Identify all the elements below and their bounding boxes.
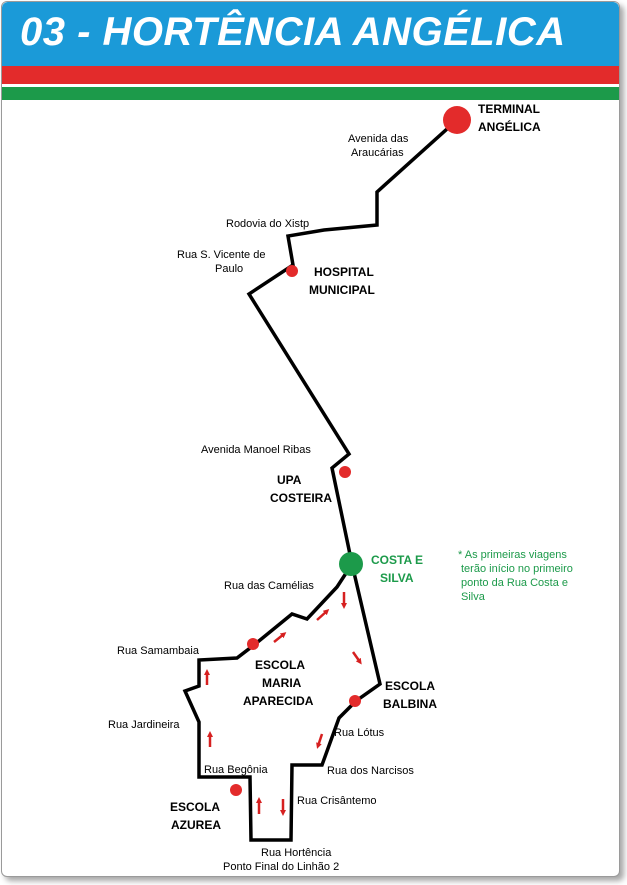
arrow bbox=[273, 632, 287, 643]
street-samambaia: Rua Samambaia bbox=[117, 645, 200, 657]
street-begonia: Rua Begônia bbox=[204, 764, 268, 776]
route-line-main bbox=[246, 118, 459, 565]
label-escola-balbina: ESCOLA BALBINA bbox=[383, 679, 438, 711]
label-terminal: TERMINAL ANGÉLICA bbox=[478, 102, 543, 134]
label-upa: UPA COSTEIRA bbox=[270, 473, 332, 505]
stop-escola-balbina bbox=[349, 695, 361, 707]
first-trips-note: * As primeiras viagens terão início no p… bbox=[458, 549, 576, 603]
street-jardineira: Rua Jardineira bbox=[108, 719, 180, 731]
stop-escola-azurea bbox=[230, 784, 242, 796]
street-xistp: Rodovia do Xistp bbox=[226, 218, 309, 230]
direction-arrows bbox=[204, 592, 362, 816]
header-bar: 03 - HORTÊNCIA ANGÉLICA bbox=[2, 2, 619, 66]
red-stripe bbox=[2, 66, 619, 84]
street-hortencia: Rua Hortência Ponto Final do Linhão 2 bbox=[223, 847, 339, 873]
street-lotus: Rua Lótus bbox=[334, 727, 385, 739]
street-araucarias: Avenida das Araucárias bbox=[348, 133, 411, 159]
label-escola-azurea: ESCOLA AZUREA bbox=[170, 800, 223, 832]
route-map: TERMINAL ANGÉLICA HOSPITAL MUNICIPAL UPA… bbox=[108, 102, 576, 873]
street-vicente: Rua S. Vicente de Paulo bbox=[177, 249, 269, 275]
stop-escola-maria bbox=[247, 638, 259, 650]
green-stripe bbox=[2, 87, 619, 100]
label-escola-maria: ESCOLA MARIA APARECIDA bbox=[243, 658, 314, 708]
label-costa-e-silva: COSTA E SILVA bbox=[371, 553, 426, 585]
street-crisantemo: Rua Crisântemo bbox=[297, 795, 376, 807]
route-line-loop bbox=[182, 563, 382, 842]
arrow bbox=[316, 608, 330, 621]
label-hospital: HOSPITAL MUNICIPAL bbox=[309, 265, 377, 297]
arrow bbox=[316, 733, 324, 749]
stop-costa-e-silva bbox=[339, 552, 363, 576]
arrow bbox=[351, 651, 362, 665]
street-camelias: Rua das Camélias bbox=[224, 580, 314, 592]
white-stripe bbox=[2, 84, 619, 87]
stop-upa bbox=[339, 466, 351, 478]
street-manoel: Avenida Manoel Ribas bbox=[201, 444, 311, 456]
route-title: 03 - HORTÊNCIA ANGÉLICA bbox=[20, 10, 566, 54]
stop-hospital bbox=[286, 265, 298, 277]
street-narcisos: Rua dos Narcisos bbox=[327, 765, 414, 777]
route-card: 03 - HORTÊNCIA ANGÉLICA bbox=[1, 1, 620, 877]
stop-terminal-angelica bbox=[443, 106, 471, 134]
